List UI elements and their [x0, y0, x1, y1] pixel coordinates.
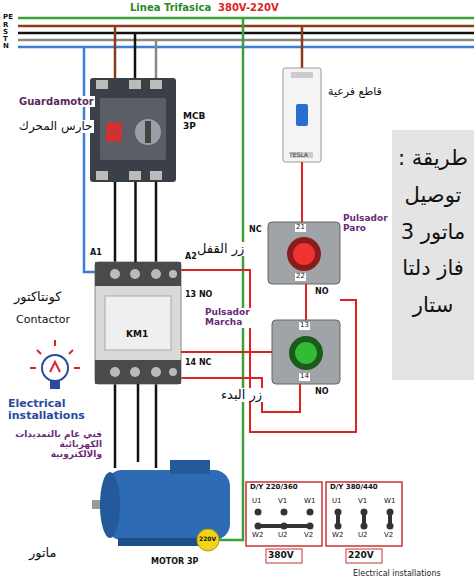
node-text: Pulsador Marcha: [204, 308, 264, 328]
guardamotor-symbol: [90, 78, 176, 182]
wire: [134, 33, 137, 78]
node-text: W2: [332, 532, 343, 540]
terminal-box: D/Y 380/440U1V1W1W2U2V2220V: [326, 482, 402, 546]
node-text: U2: [278, 532, 288, 540]
earth-wire: [219, 18, 243, 540]
t-line: [18, 39, 474, 42]
label-text: A1: [89, 249, 103, 258]
control-wire: [181, 270, 356, 432]
node-text: V1: [358, 498, 367, 506]
label-text: A2: [184, 253, 198, 262]
bulb-logo: [30, 340, 80, 389]
title-panel: طريقة : توصيل ماتور 3 فاز دلتا ستار: [392, 130, 474, 380]
node-text: U1: [332, 498, 342, 506]
wire: [155, 40, 158, 78]
s-line: [18, 32, 474, 35]
motor-symbol: [92, 460, 230, 551]
wire-connector: [137, 384, 140, 462]
label-text: PE: [3, 14, 13, 22]
n-line: [18, 46, 474, 49]
node-text: W1: [384, 498, 395, 506]
bus-lines: [18, 18, 474, 47]
mcb-symbol: [283, 68, 321, 162]
stop-button-symbol: [268, 222, 340, 284]
contactor: كونتاكتورContactorKM1: [95, 262, 181, 384]
label-text: فني عام بالتمديدات الكهربائية والالكترون…: [6, 430, 102, 460]
wire: [114, 26, 117, 78]
node-text: 22: [295, 273, 306, 281]
label-text: NO: [314, 288, 330, 297]
contactor-symbol: [95, 262, 181, 384]
node-text: D/Y 380/440: [330, 484, 378, 492]
label-text: Electrical installations: [352, 570, 442, 579]
node-text: ماتور: [28, 546, 58, 560]
terminal-box-star: [246, 482, 322, 563]
label-text: Electrical installations: [8, 398, 98, 422]
branch-breaker: TESLAقاطع فرعية: [283, 68, 321, 162]
wire: [114, 384, 117, 468]
node-text: Contactor: [15, 314, 71, 326]
node-text: طريقة : توصيل ماتور 3 فاز دلتا ستار: [392, 130, 474, 334]
label-text: 220V: [199, 536, 216, 543]
label-text: NC: [248, 226, 263, 235]
wire-connector: [181, 351, 272, 353]
start-button: Pulsador Marcha1314زر البدء: [272, 320, 340, 384]
node-text: 220V: [348, 551, 374, 561]
node-text: U1: [252, 498, 262, 506]
terminal-box: D/Y 220/360U1V1W1W2U2V2380V: [246, 482, 322, 546]
node-text: W2: [252, 532, 263, 540]
stop-button: Pulsador Paroزر القفل2122: [268, 222, 340, 284]
label-text: N: [3, 43, 9, 51]
node-text: U2: [358, 532, 368, 540]
node-text: كونتاكتور: [13, 290, 63, 304]
label-text: NO: [314, 388, 330, 397]
node-text: V2: [304, 532, 313, 540]
wire-connector: [134, 182, 137, 262]
node-text: MOTOR 3P: [150, 558, 199, 567]
pe-line: [18, 17, 474, 20]
wire: [155, 182, 158, 262]
wire-connector: [305, 284, 307, 320]
label-text: 380V-220V: [218, 2, 279, 13]
label-text: MCB 3P: [182, 112, 214, 132]
node-text: D/Y 220/360: [250, 484, 298, 492]
node-text: KM1: [125, 330, 149, 340]
node-text: 14: [299, 373, 310, 381]
node-text: TESLA: [289, 152, 308, 159]
wire: [155, 384, 158, 468]
node-text: 21: [295, 224, 306, 232]
guardamotor: Guardamotorحارس المحرك: [90, 78, 176, 182]
node-text: Pulsador Paro: [342, 214, 390, 234]
node-text: حارس المحرك: [18, 120, 94, 133]
node-text: زر القفل: [196, 242, 245, 256]
wire: [301, 26, 304, 68]
node-text: V2: [384, 532, 393, 540]
node-text: قاطع فرعية: [327, 86, 383, 98]
power-wires: [84, 18, 356, 540]
node-text: زر البدء: [220, 388, 263, 402]
start-button-symbol: [272, 320, 340, 384]
wire-connector: [301, 162, 303, 222]
motor: MOTOR 3Pماتور: [92, 462, 240, 554]
label-text: Linea Trifasica: [130, 2, 211, 13]
node-text: 380V: [268, 551, 294, 561]
terminal-box-delta: [326, 482, 402, 563]
wire: [114, 182, 117, 262]
node-text: 13: [299, 322, 310, 330]
label-text: 14 NC: [184, 359, 212, 368]
node-text: Guardamotor: [18, 96, 95, 107]
r-line: [18, 25, 474, 28]
label-text: 13 NO: [184, 291, 213, 300]
node-text: W1: [304, 498, 315, 506]
node-text: V1: [278, 498, 287, 506]
